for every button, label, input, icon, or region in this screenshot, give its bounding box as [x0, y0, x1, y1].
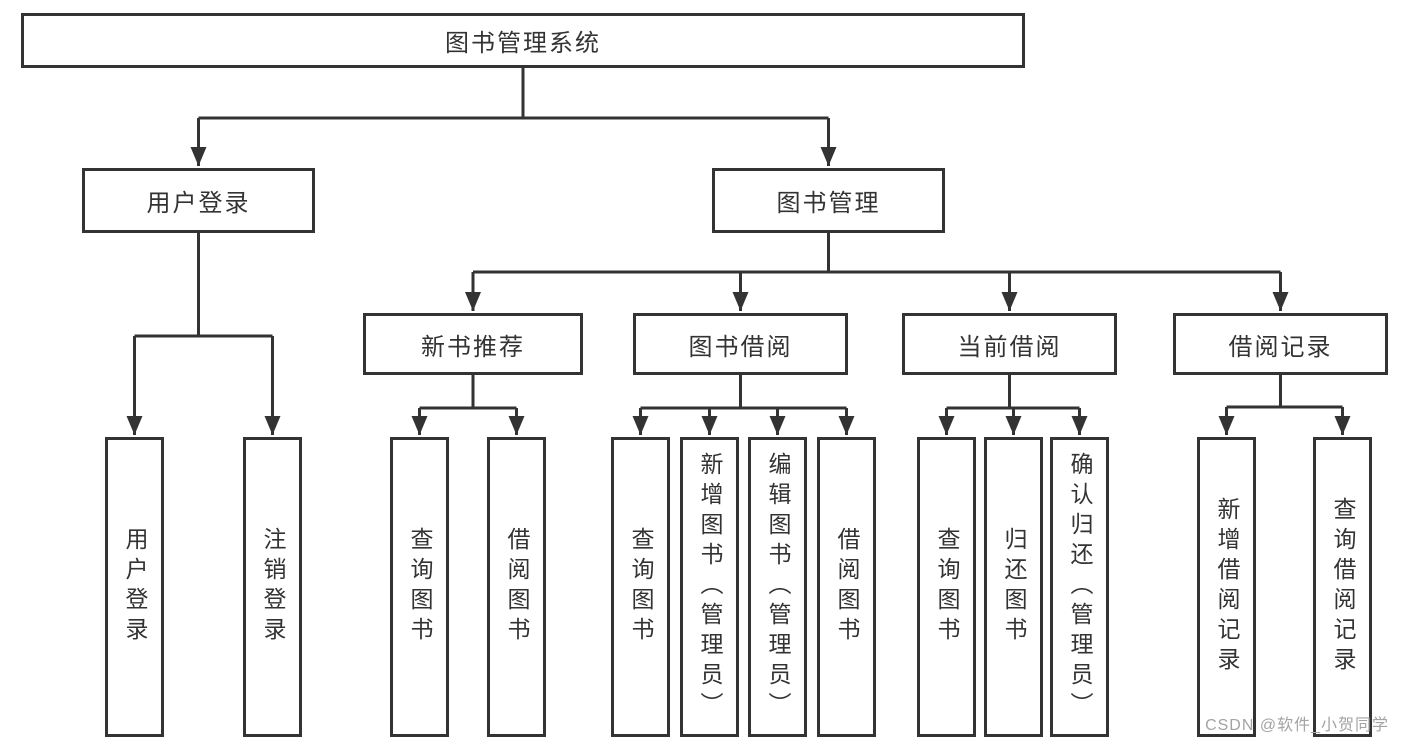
- leaf-logout: 注销登录: [243, 437, 302, 737]
- node-book-management-label: 图书管理: [776, 190, 881, 217]
- leaf-add-book-admin-label: 新增图书（管理员）: [697, 452, 723, 722]
- node-root: 图书管理系统: [21, 13, 1025, 68]
- leaf-borrow-books-label: 借阅图书: [834, 527, 860, 647]
- node-book-management: 图书管理: [712, 168, 945, 233]
- leaf-query-books-borrow-label: 查询图书: [628, 527, 654, 647]
- leaf-add-borrow-record: 新增借阅记录: [1197, 437, 1256, 737]
- leaf-edit-book-admin: 编辑图书（管理员）: [748, 437, 807, 737]
- node-new-book-recommend: 新书推荐: [363, 313, 583, 375]
- leaf-logout-label: 注销登录: [260, 527, 286, 647]
- node-user-login: 用户登录: [82, 168, 315, 233]
- leaf-user-login: 用户登录: [105, 437, 164, 737]
- leaf-return-book-label: 归还图书: [1001, 527, 1027, 647]
- leaf-borrow-books-recommend: 借阅图书: [487, 437, 546, 737]
- node-borrow-records-label: 借阅记录: [1228, 333, 1333, 361]
- node-book-borrow: 图书借阅: [633, 313, 848, 375]
- leaf-query-books-current-label: 查询图书: [934, 527, 960, 647]
- leaf-add-book-admin: 新增图书（管理员）: [680, 437, 739, 737]
- leaf-user-login-label: 用户登录: [122, 527, 148, 647]
- node-user-login-label: 用户登录: [146, 190, 251, 217]
- node-root-label: 图书管理系统: [445, 30, 601, 57]
- node-book-borrow-label: 图书借阅: [688, 333, 793, 361]
- leaf-query-books-current: 查询图书: [917, 437, 976, 737]
- node-current-borrow-label: 当前借阅: [957, 333, 1062, 361]
- leaf-add-borrow-record-label: 新增借阅记录: [1214, 497, 1240, 677]
- leaf-query-borrow-record-label: 查询借阅记录: [1330, 497, 1356, 677]
- node-current-borrow: 当前借阅: [902, 313, 1117, 375]
- leaf-query-books-borrow: 查询图书: [611, 437, 670, 737]
- node-new-book-recommend-label: 新书推荐: [421, 333, 525, 361]
- leaf-query-borrow-record: 查询借阅记录: [1313, 437, 1372, 737]
- leaf-query-books-recommend: 查询图书: [390, 437, 449, 737]
- node-borrow-records: 借阅记录: [1173, 313, 1388, 375]
- leaf-borrow-books: 借阅图书: [817, 437, 876, 737]
- leaf-confirm-return-admin-label: 确认归还（管理员）: [1067, 452, 1093, 722]
- leaf-return-book: 归还图书: [984, 437, 1043, 737]
- watermark-text: CSDN @软件_小贺同学: [1205, 717, 1389, 734]
- leaf-borrow-books-recommend-label: 借阅图书: [504, 527, 530, 647]
- leaf-edit-book-admin-label: 编辑图书（管理员）: [765, 452, 791, 722]
- leaf-query-books-recommend-label: 查询图书: [407, 527, 433, 647]
- leaf-confirm-return-admin: 确认归还（管理员）: [1050, 437, 1109, 737]
